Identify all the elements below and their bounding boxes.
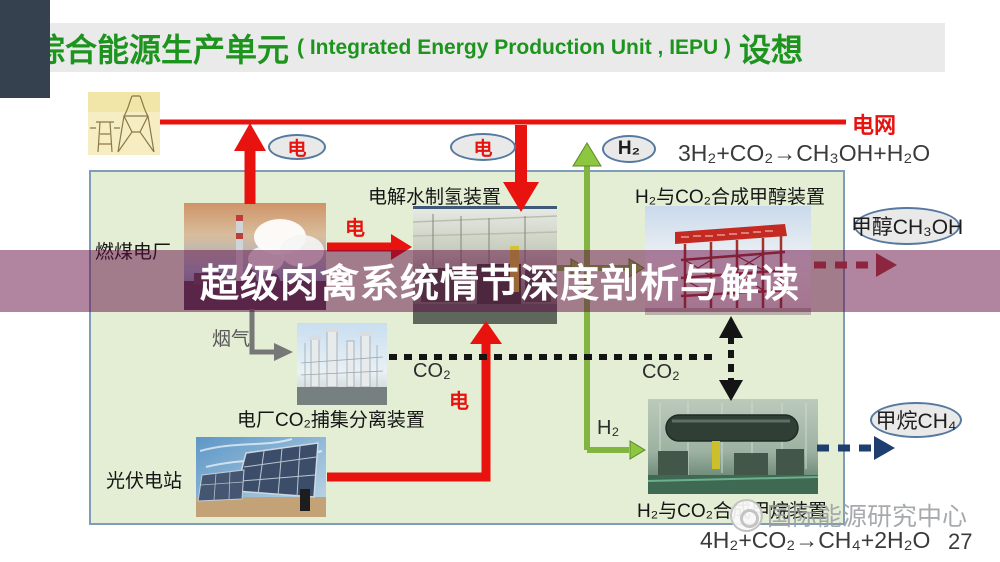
- co2-label-left: CO₂: [413, 360, 451, 382]
- methane-unit-photo: [648, 399, 818, 494]
- elec-flow-label-coal: 电: [345, 218, 365, 240]
- slide-title-cn: 综合能源生产单元: [33, 31, 290, 68]
- transmission-tower-photo: [88, 92, 160, 155]
- overlay-banner: 超级肉禽系统情节深度剖析与解读: [0, 250, 1000, 312]
- corner-accent-block: [0, 0, 50, 98]
- grid-label: 电网: [852, 113, 897, 138]
- slide-title-suffix: 设想: [739, 31, 804, 68]
- pv-station-label: 光伏电站: [106, 471, 183, 492]
- watermark-logo-icon: [730, 498, 763, 532]
- methanol-product-badge: 甲醇CH₃OH: [850, 207, 964, 245]
- overlay-banner-text: 超级肉禽系统情节深度剖析与解读: [199, 263, 800, 306]
- watermark-text: 国际能源研究中心: [767, 503, 968, 531]
- h2-up-arrowhead: [572, 142, 602, 167]
- coal-to-grid-arrowhead: [234, 123, 266, 151]
- electricity-badge-2-label: 电: [473, 138, 493, 160]
- flue-gas-label: 烟气: [212, 329, 251, 350]
- elec-flow-label-pv: 电: [449, 391, 469, 413]
- co2-label-right: CO₂: [642, 361, 680, 383]
- watermark: 国际能源研究中心: [730, 497, 967, 533]
- electricity-badge-1: 电: [268, 134, 326, 160]
- capture-unit-photo: [297, 323, 387, 405]
- h2-lower-label: H₂: [597, 417, 620, 439]
- methanol-equation: 3H₂+CO₂→CH₃OH+H₂O: [678, 140, 931, 166]
- h2-badge-label: H₂: [617, 138, 641, 159]
- capture-unit-label: 电厂CO₂捕集分离装置: [237, 410, 425, 431]
- methanol-unit-label: H₂与CO₂合成甲醇装置: [635, 187, 825, 208]
- page-number: 27: [948, 529, 973, 554]
- methane-product-label: 甲烷CH₄: [875, 410, 957, 433]
- slide-title-bar: 综合能源生产单元 ( Integrated Energy Production …: [17, 23, 945, 72]
- electricity-badge-2: 电: [450, 133, 516, 161]
- pv-station-photo: [196, 437, 326, 517]
- electricity-badge-1-label: 电: [287, 138, 307, 160]
- h2-badge: H₂: [602, 135, 656, 163]
- electrolysis-label: 电解水制氢装置: [368, 187, 502, 208]
- methane-equation: 4H₂+CO₂→CH₄+2H₂O: [700, 527, 931, 553]
- methane-output-arrowhead: [874, 436, 895, 460]
- slide-title-en: ( Integrated Energy Production Unit , IE…: [297, 35, 732, 59]
- methane-product-badge: 甲烷CH₄: [870, 402, 962, 438]
- methanol-product-label: 甲醇CH₃OH: [850, 216, 964, 239]
